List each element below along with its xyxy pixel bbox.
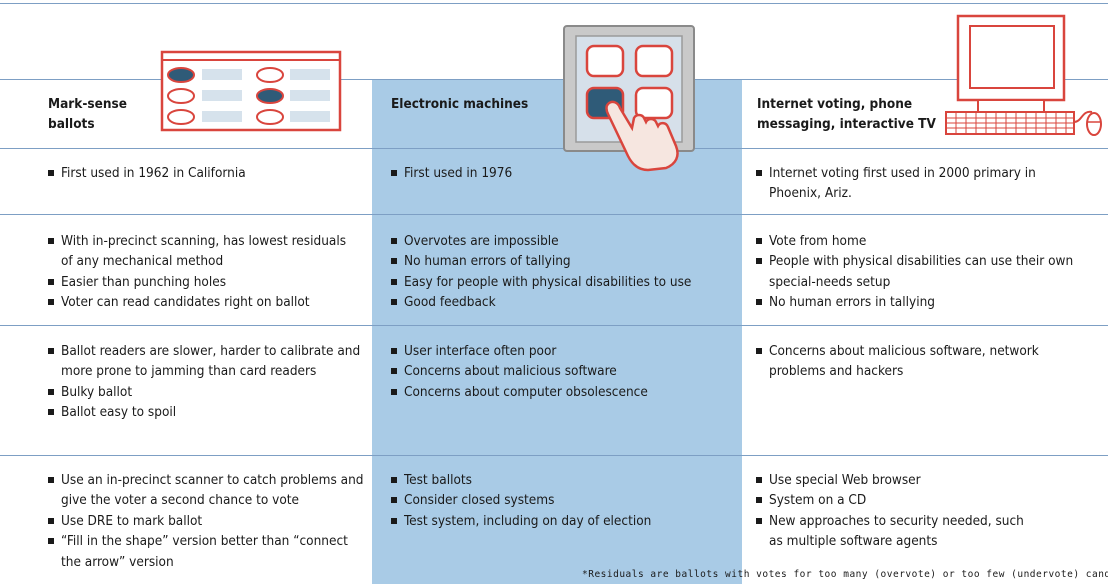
bullet-item: Concerns about malicious software xyxy=(390,361,730,381)
bullet-item: System on a CD xyxy=(755,490,1035,510)
cell-r4-c3: Use special Web browser System on a CD N… xyxy=(755,470,1035,552)
computer-icon xyxy=(945,14,1102,136)
bullet-item: Good feedback xyxy=(390,292,735,312)
bullet-item: New approaches to security needed, such … xyxy=(755,511,1035,552)
column-header-mark-sense: Mark-sense ballots xyxy=(48,96,127,132)
bullet-item: Ballot readers are slower, harder to cal… xyxy=(47,341,372,382)
bullet-item: Test ballots xyxy=(390,470,730,490)
bullet-item: “Fill in the shape” version better than … xyxy=(47,531,367,572)
row-rule xyxy=(0,148,1108,149)
bullet-item: Overvotes are impossible xyxy=(390,231,735,251)
bullet-item: No human errors of tallying xyxy=(390,251,735,271)
cell-r4-c2: Test ballots Consider closed systems Tes… xyxy=(390,470,730,531)
column-header-electronic: Electronic machines xyxy=(391,96,529,112)
cell-r3-c1: Ballot readers are slower, harder to cal… xyxy=(47,341,372,423)
cell-r1-c1: First used in 1962 in California xyxy=(47,163,357,183)
bullet-item: Ballot easy to spoil xyxy=(47,402,372,422)
bullet-item: Vote from home xyxy=(755,231,1105,251)
ballot-sheet-icon xyxy=(160,50,342,132)
bullet-item: Internet voting first used in 2000 prima… xyxy=(755,163,1040,204)
header-rule xyxy=(0,79,1108,80)
bullet-item: Bulky ballot xyxy=(47,382,372,402)
cell-r1-c2: First used in 1976 xyxy=(390,163,730,183)
row-rule xyxy=(0,455,1108,456)
bullet-item: Use an in-precinct scanner to catch prob… xyxy=(47,470,367,511)
bullet-item: No human errors in tallying xyxy=(755,292,1105,312)
touchscreen-hand-icon xyxy=(563,25,695,172)
bullet-item: People with physical disabilities can us… xyxy=(755,251,1105,292)
bullet-item: Easier than punching holes xyxy=(47,272,357,292)
footnote: *Residuals are ballots with votes for to… xyxy=(582,569,1108,580)
cell-r2-c1: With in-precinct scanning, has lowest re… xyxy=(47,231,357,313)
bullet-item: Test system, including on day of electio… xyxy=(390,511,730,531)
row-rule xyxy=(0,214,1108,215)
row-rule xyxy=(0,325,1108,326)
bullet-item: Use special Web browser xyxy=(755,470,1035,490)
cell-r4-c1: Use an in-precinct scanner to catch prob… xyxy=(47,470,367,572)
top-rule xyxy=(0,3,1108,4)
bullet-item: Consider closed systems xyxy=(390,490,730,510)
electronic-column-band xyxy=(372,79,742,584)
bullet-item: Easy for people with physical disabiliti… xyxy=(390,272,735,292)
cell-r3-c3: Concerns about malicious software, netwo… xyxy=(755,341,1075,382)
bullet-item: Voter can read candidates right on ballo… xyxy=(47,292,357,312)
bullet-item: First used in 1976 xyxy=(390,163,730,183)
bullet-item: Concerns about malicious software, netwo… xyxy=(755,341,1075,382)
bullet-item: With in-precinct scanning, has lowest re… xyxy=(47,231,357,272)
cell-r2-c3: Vote from home People with physical disa… xyxy=(755,231,1105,313)
cell-r3-c2: User interface often poor Concerns about… xyxy=(390,341,730,402)
cell-r1-c3: Internet voting first used in 2000 prima… xyxy=(755,163,1040,204)
bullet-item: Concerns about computer obsolescence xyxy=(390,382,730,402)
bullet-item: Use DRE to mark ballot xyxy=(47,511,367,531)
column-header-internet: Internet voting, phone messaging, intera… xyxy=(757,96,936,132)
cell-r2-c2: Overvotes are impossible No human errors… xyxy=(390,231,735,313)
bullet-item: User interface often poor xyxy=(390,341,730,361)
bullet-item: First used in 1962 in California xyxy=(47,163,357,183)
